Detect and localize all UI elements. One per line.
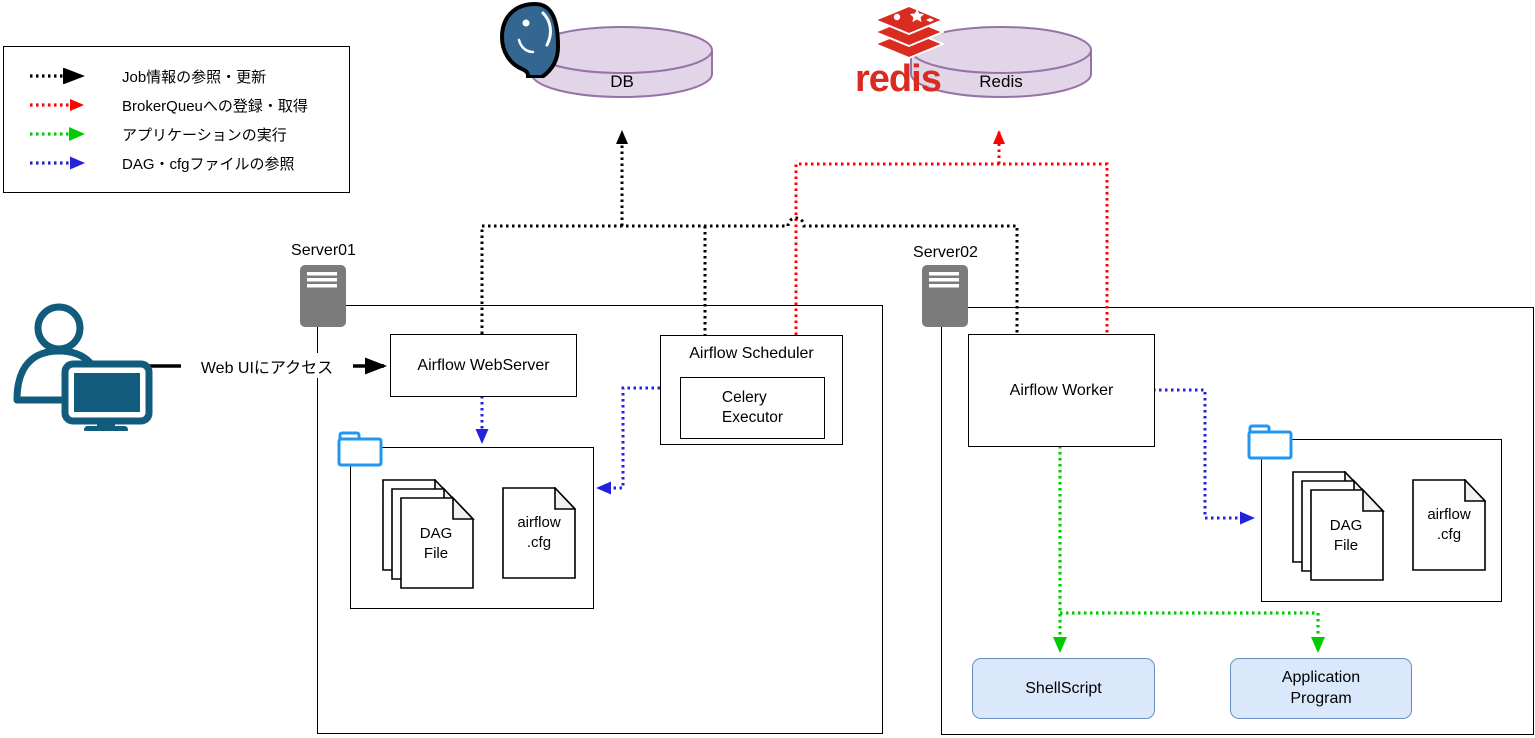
dag-file-stack-icon (382, 479, 475, 589)
db-cylinder (531, 26, 713, 98)
airflow-cfg-label: airflow .cfg (517, 513, 561, 551)
green-dotted-arrow-icon (30, 127, 85, 141)
folder-icon (1247, 424, 1293, 460)
red-scheduler-worker-line (794, 162, 1109, 335)
airflow-worker-box: Airflow Worker (968, 334, 1155, 447)
monitor-icon (61, 360, 153, 431)
folder-icon (337, 431, 383, 467)
legend-label: アプリケーションの実行 (122, 126, 287, 144)
blue-worker-to-folder-arrow (1153, 388, 1255, 525)
legend-item-job-info: Job情報の参照・更新 (28, 62, 349, 91)
red-dotted-arrow-icon (30, 99, 84, 111)
legend-item-broker-queue: BrokerQueuへの登録・取得 (28, 91, 349, 120)
airflow-webserver-box: Airflow WebServer (390, 334, 577, 397)
redis-label: Redis (979, 72, 1023, 91)
airflow-cfg-file-icon (502, 487, 576, 579)
server-icon (300, 265, 346, 327)
server01-label: Server01 (291, 242, 356, 259)
server01-container (317, 305, 883, 734)
black-bus-line (482, 216, 1019, 334)
dag-file-label: DAG File (1329, 516, 1363, 554)
legend-label: BrokerQueuへの登録・取得 (122, 97, 308, 115)
server02-label: Server02 (913, 244, 978, 261)
server-icon (922, 265, 968, 327)
postgresql-logo-icon (500, 2, 560, 78)
black-dotted-arrow-icon (30, 68, 85, 84)
blue-dotted-arrow-icon (30, 156, 85, 170)
legend-label: Job情報の参照・更新 (122, 68, 267, 86)
legend-item-dag-cfg: DAG・cfgファイルの参照 (28, 149, 349, 178)
legend-box: Job情報の参照・更新 BrokerQueuへの登録・取得 アプリケーションの実… (3, 46, 350, 193)
shellscript-box: ShellScript (972, 658, 1155, 719)
legend-label: DAG・cfgファイルの参照 (122, 155, 295, 173)
celery-executor-box: Celery Executor (680, 377, 825, 439)
webui-access-label: Web UIにアクセス (181, 353, 353, 378)
db-label: DB (610, 72, 634, 91)
server02-container (941, 307, 1534, 735)
airflow-cfg-file-icon (1412, 479, 1486, 571)
blue-scheduler-to-folder-arrow (596, 386, 660, 495)
redis-wordmark: redis (855, 57, 942, 100)
redis-cylinder (910, 26, 1092, 98)
user-icon (13, 303, 153, 431)
dag-file-label: DAG File (419, 524, 453, 562)
green-to-application-arrow (1060, 611, 1325, 653)
redis-logo-icon (874, 5, 944, 59)
airflow-cfg-label: airflow .cfg (1427, 505, 1471, 543)
application-program-box: Application Program (1230, 658, 1412, 719)
dag-file-stack-icon (1292, 471, 1385, 581)
legend-item-app-exec: アプリケーションの実行 (28, 120, 349, 149)
